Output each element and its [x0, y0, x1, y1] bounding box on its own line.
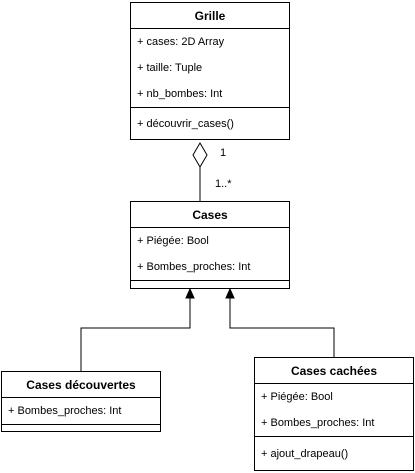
attribute: + Bombes_proches: Int: [8, 405, 122, 417]
method: + ajout_drapeau(): [255, 436, 413, 470]
attribute: + Piégée: Bool: [137, 235, 209, 247]
class-name: Grille: [131, 3, 289, 29]
multiplicity-grille: 1: [220, 147, 227, 159]
attribute: + taille: Tuple: [137, 62, 203, 74]
inheritance-arrow-cachees: [225, 287, 235, 299]
inheritance-line-cachees: [229, 294, 335, 357]
attribute: + Piégée: Bool: [261, 391, 333, 403]
empty-methods-compartment: [2, 424, 160, 430]
attribute: + Bombes_proches: Int: [137, 261, 251, 273]
class-cases-decouvertes[interactable]: Cases découvertes + Bombes_proches: Int: [1, 371, 161, 432]
multiplicity-cases: 1..*: [215, 178, 232, 190]
attribute: + cases: 2D Array: [137, 36, 225, 48]
class-cases[interactable]: Cases + Piégée: Bool + Bombes_proches: I…: [130, 201, 290, 289]
method: + découvrir_cases(): [131, 107, 289, 139]
class-name: Cases: [131, 202, 289, 228]
inheritance-line-decouvertes: [80, 294, 191, 371]
class-cases-cachees[interactable]: Cases cachées + Piégée: Bool + Bombes_pr…: [254, 357, 414, 471]
class-name: Cases cachées: [255, 358, 413, 384]
empty-methods-compartment: [131, 280, 289, 286]
class-name: Cases découvertes: [2, 372, 160, 398]
attribute: + nb_bombes: Int: [137, 88, 223, 100]
aggregation-diamond: [192, 142, 208, 168]
class-grille[interactable]: Grille + cases: 2D Array + taille: Tuple…: [130, 2, 290, 140]
attribute: + Bombes_proches: Int: [261, 417, 375, 429]
inheritance-arrow-decouvertes: [185, 287, 195, 299]
